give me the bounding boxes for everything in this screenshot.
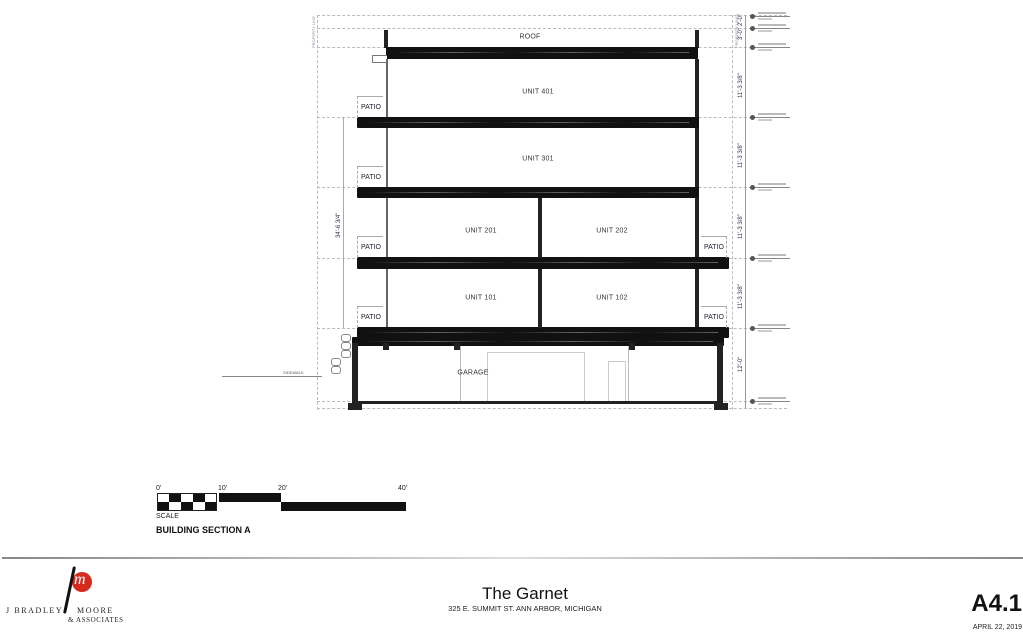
patio-left-level-3: PATIO bbox=[357, 166, 383, 188]
sidewalk-line bbox=[222, 376, 322, 377]
garage-label: GARAGE bbox=[457, 369, 489, 377]
sheet-number: A4.1 bbox=[971, 590, 1022, 617]
floor-slab-3 bbox=[357, 187, 699, 198]
garage-door-opening bbox=[487, 352, 585, 401]
garage-entry-door bbox=[608, 361, 626, 401]
dim-level-3: 11'-3 3/8" bbox=[738, 143, 744, 168]
right-dimension-line bbox=[745, 15, 746, 408]
scale-segment-10-20 bbox=[219, 493, 281, 502]
level-line-footing bbox=[317, 408, 787, 409]
overall-dimension-line bbox=[343, 117, 344, 328]
elevation-marker bbox=[750, 113, 790, 121]
patio-right-level-1: PATIO bbox=[701, 306, 727, 328]
building-section-drawing: PROPERTY LINE PROPERTY LINE ROOF UNIT 40… bbox=[222, 12, 790, 410]
logo-brush-stroke bbox=[63, 566, 76, 614]
logo-letter: m bbox=[74, 571, 86, 588]
demising-wall-level-1 bbox=[538, 269, 542, 328]
scale-tick-0: 0' bbox=[156, 485, 162, 492]
garage-beam-3 bbox=[629, 343, 635, 350]
garage-beam-1 bbox=[383, 343, 389, 350]
garage-column-line-2 bbox=[628, 346, 629, 401]
scale-tick-40: 40' bbox=[398, 485, 408, 492]
dim-garage: 12'-0" bbox=[738, 356, 744, 372]
unit-401-label: UNIT 401 bbox=[522, 88, 554, 96]
title-block-divider bbox=[2, 557, 1023, 559]
level-line-parapet bbox=[317, 28, 787, 29]
sidewalk-label: SIDEWALK bbox=[283, 370, 304, 375]
parapet-right bbox=[695, 30, 699, 48]
floor-slab-2 bbox=[357, 257, 729, 269]
roof-slab bbox=[386, 47, 698, 59]
unit-101-label: UNIT 101 bbox=[465, 294, 497, 302]
dim-level-1: 11'-3 3/8" bbox=[738, 284, 744, 309]
scale-label: SCALE bbox=[156, 513, 179, 520]
patio-right-level-2: PATIO bbox=[701, 236, 727, 258]
elevation-marker bbox=[750, 43, 790, 51]
scale-segment-20-40 bbox=[281, 502, 406, 511]
logo-red-circle bbox=[72, 572, 92, 592]
property-line-left bbox=[317, 15, 318, 410]
firm-name-line3: & ASSOCIATES bbox=[68, 616, 124, 624]
overall-dimension-text: 34'-6 3/4" bbox=[336, 212, 342, 238]
footing-left bbox=[348, 403, 362, 410]
garage-wall-left bbox=[352, 343, 358, 405]
level-line-top bbox=[317, 15, 787, 16]
parapet-left bbox=[384, 30, 388, 48]
property-line-label-left: PROPERTY LINE bbox=[311, 16, 316, 48]
floor-slab-1 bbox=[357, 327, 729, 338]
retaining-steps bbox=[327, 334, 351, 378]
dim-roof-top: 2'-0" bbox=[738, 14, 744, 26]
project-address: 325 E. SUMMIT ST. ANN ARBOR, MICHIGAN bbox=[448, 604, 602, 613]
elevation-marker bbox=[750, 12, 790, 20]
garage-column-line-1 bbox=[460, 346, 461, 401]
patio-left-level-2: PATIO bbox=[357, 236, 383, 258]
roof-label: ROOF bbox=[519, 33, 541, 41]
unit-102-label: UNIT 102 bbox=[596, 294, 628, 302]
demising-wall-level-2 bbox=[538, 198, 542, 258]
elevation-marker bbox=[750, 324, 790, 332]
floor-slab-4 bbox=[357, 117, 699, 128]
unit-301-label: UNIT 301 bbox=[522, 155, 554, 163]
footing-right bbox=[714, 403, 728, 410]
patio-left-level-4: PATIO bbox=[357, 96, 383, 118]
project-name: The Garnet bbox=[482, 584, 568, 603]
patio-left-level-1: PATIO bbox=[357, 306, 383, 328]
garage-beam-2 bbox=[454, 343, 460, 350]
drawing-title: BUILDING SECTION A bbox=[156, 525, 251, 535]
roof-bracket bbox=[372, 55, 387, 63]
elevation-marker bbox=[750, 183, 790, 191]
garage-floor bbox=[352, 401, 723, 404]
property-line-right bbox=[732, 15, 733, 410]
dim-level-2: 11'-3 3/8" bbox=[738, 214, 744, 239]
sheet-date: APRIL 22, 2019 bbox=[972, 624, 1022, 631]
elevation-marker bbox=[750, 24, 790, 32]
elevation-marker bbox=[750, 254, 790, 262]
firm-logo: m J BRADLEY MOORE & ASSOCIATES bbox=[0, 560, 140, 630]
scale-tick-20: 20' bbox=[278, 485, 288, 492]
garage-ceiling-slab bbox=[352, 337, 724, 346]
firm-name-line1: J BRADLEY bbox=[6, 606, 64, 615]
elevation-marker bbox=[750, 397, 790, 405]
scale-bar: 0' 10' 20' 40' SCALE BUILDING SECTION A bbox=[150, 480, 420, 540]
dim-parapet: 3'-0" bbox=[738, 28, 744, 40]
firm-name-line2: MOORE bbox=[77, 606, 114, 615]
unit-202-label: UNIT 202 bbox=[596, 227, 628, 235]
dim-level-4: 11'-3 3/8" bbox=[738, 73, 744, 98]
garage-wall-right bbox=[717, 343, 723, 405]
unit-201-label: UNIT 201 bbox=[465, 227, 497, 235]
scale-tick-10: 10' bbox=[218, 485, 228, 492]
